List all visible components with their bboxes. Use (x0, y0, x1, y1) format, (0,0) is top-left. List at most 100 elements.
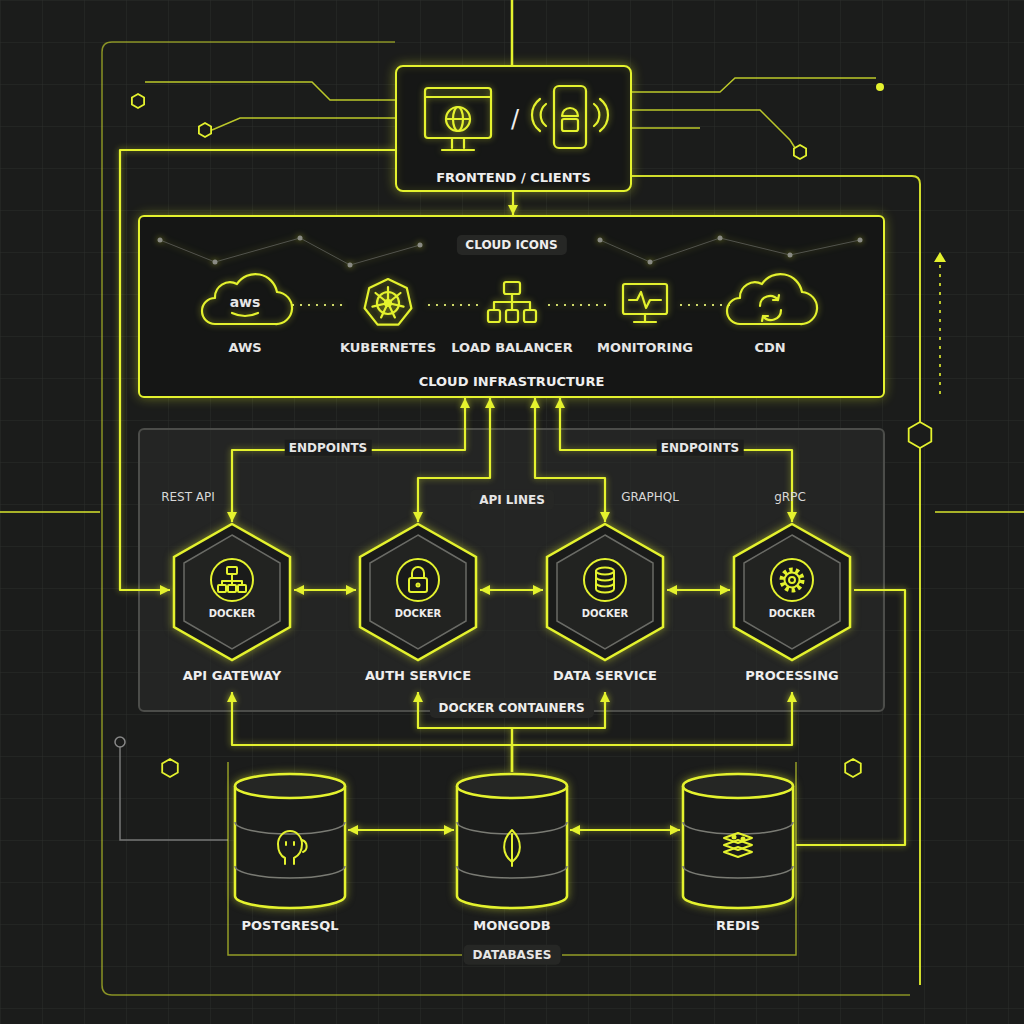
circuit-line (120, 747, 228, 840)
text-label: CDN (754, 340, 785, 356)
service-icon (504, 830, 520, 866)
hexagon-outline (184, 535, 280, 649)
database-cylinder: MONGODB (454, 772, 570, 940)
service-icon (222, 574, 242, 585)
service-icon (785, 573, 800, 588)
node-label: DOCKER CONTAINERS (429, 698, 593, 718)
cylinder-outline (683, 774, 793, 798)
hexagon-outline (547, 524, 663, 660)
circuit-line (0, 0, 1024, 995)
service-icon (238, 585, 246, 592)
service-icon (596, 568, 614, 575)
service-icon (278, 831, 307, 864)
service-icon (228, 585, 236, 592)
circuit-hexagon (132, 94, 931, 777)
connector (348, 829, 454, 831)
text-label: LOAD BALANCER (451, 340, 573, 356)
cylinder-outline (457, 774, 567, 798)
service-icon (782, 570, 802, 590)
service-hexagon: DOCKERPROCESSING (730, 522, 854, 692)
database-cylinder: REDIS (680, 772, 796, 940)
service-icon (733, 836, 736, 839)
circuit-line (0, 511, 100, 513)
service-icon (789, 577, 795, 583)
circuit-line (939, 265, 941, 395)
circuit-line (632, 127, 700, 129)
text-label: aws (230, 294, 261, 311)
node-heading: DOCKER (356, 608, 480, 620)
service-hexagon: DOCKERAPI GATEWAY (170, 522, 294, 692)
text-label: ENDPOINTS (285, 440, 372, 456)
node-label: DATA SERVICE (513, 668, 697, 684)
service-icon (724, 833, 752, 857)
circuit-dot (876, 83, 884, 91)
circuit-line (632, 78, 876, 92)
service-hexagon: DOCKERDATA SERVICE (543, 522, 667, 692)
service-hexagon: DOCKERAUTH SERVICE (356, 522, 480, 692)
circuit-line (102, 42, 910, 995)
edge-label: REST API (161, 490, 215, 504)
circuit-line (935, 511, 1024, 513)
circuit-hexagon (845, 759, 861, 777)
node-label: POSTGRESQL (202, 918, 378, 934)
circuit-arrow (934, 252, 946, 262)
hexagon-outline (730, 522, 854, 692)
service-icon (417, 584, 420, 587)
service-icon (504, 830, 520, 866)
hexagon-outline (211, 559, 253, 601)
circuit-line (145, 82, 395, 100)
cylinder-outline (683, 786, 793, 908)
connector (570, 829, 680, 831)
node-heading: CLOUD ICONS (456, 235, 566, 255)
cylinder-outline (457, 822, 567, 878)
hexagon-outline (771, 559, 813, 601)
node-label: CLOUD INFRASTRUCTURE (140, 374, 883, 390)
hexagon-outline (543, 522, 667, 692)
client-box: / FRONTEND / CLIENTS (395, 65, 632, 192)
edge-label: gRPC (774, 490, 806, 504)
circuit-line (511, 0, 514, 65)
hexagon-outline (356, 522, 480, 692)
service-icon (724, 833, 752, 843)
cylinder-outline (235, 822, 345, 878)
service-icon (218, 585, 226, 592)
node-label: FRONTEND / CLIENTS (397, 170, 630, 186)
circuit-line (212, 118, 395, 130)
cylinder-outline (235, 774, 345, 798)
circuit-line (632, 110, 795, 148)
hexagon-outline (170, 522, 294, 692)
service-icon (724, 847, 752, 857)
service-icon (782, 570, 802, 590)
edge-label: GRAPHQL (621, 490, 679, 504)
container-group: DOCKER CONTAINERSDOCKERAPI GATEWAYDOCKER… (138, 428, 885, 712)
service-icon (218, 567, 246, 592)
circuit-hexagon (162, 759, 178, 777)
service-icon (412, 567, 424, 578)
hexagon-outline (744, 535, 840, 649)
cylinder-outline (235, 786, 345, 908)
cylinder-outline (232, 772, 348, 940)
node-label: PROCESSING (700, 668, 884, 684)
database-cylinder: POSTGRESQL (232, 772, 348, 940)
text-label: API LINES (470, 490, 554, 510)
cylinder-outline (457, 786, 567, 908)
hexagon-outline (557, 535, 653, 649)
service-icon (278, 831, 307, 864)
text-label: ENDPOINTS (657, 440, 744, 456)
node-heading: DOCKER (730, 608, 854, 620)
hexagon-outline (397, 559, 439, 601)
hexagon-outline (174, 524, 290, 660)
service-icon (596, 568, 614, 593)
circuit-dot (115, 737, 125, 747)
cylinder-outline (454, 772, 570, 940)
hexagon-outline (370, 535, 466, 649)
node-heading: / (503, 105, 527, 134)
service-icon (227, 567, 237, 574)
circuit-hexagon (199, 123, 211, 137)
service-icon (409, 578, 427, 592)
connector (512, 192, 514, 215)
cylinder-outline (680, 772, 796, 940)
text-label: DATABASES (464, 945, 561, 965)
